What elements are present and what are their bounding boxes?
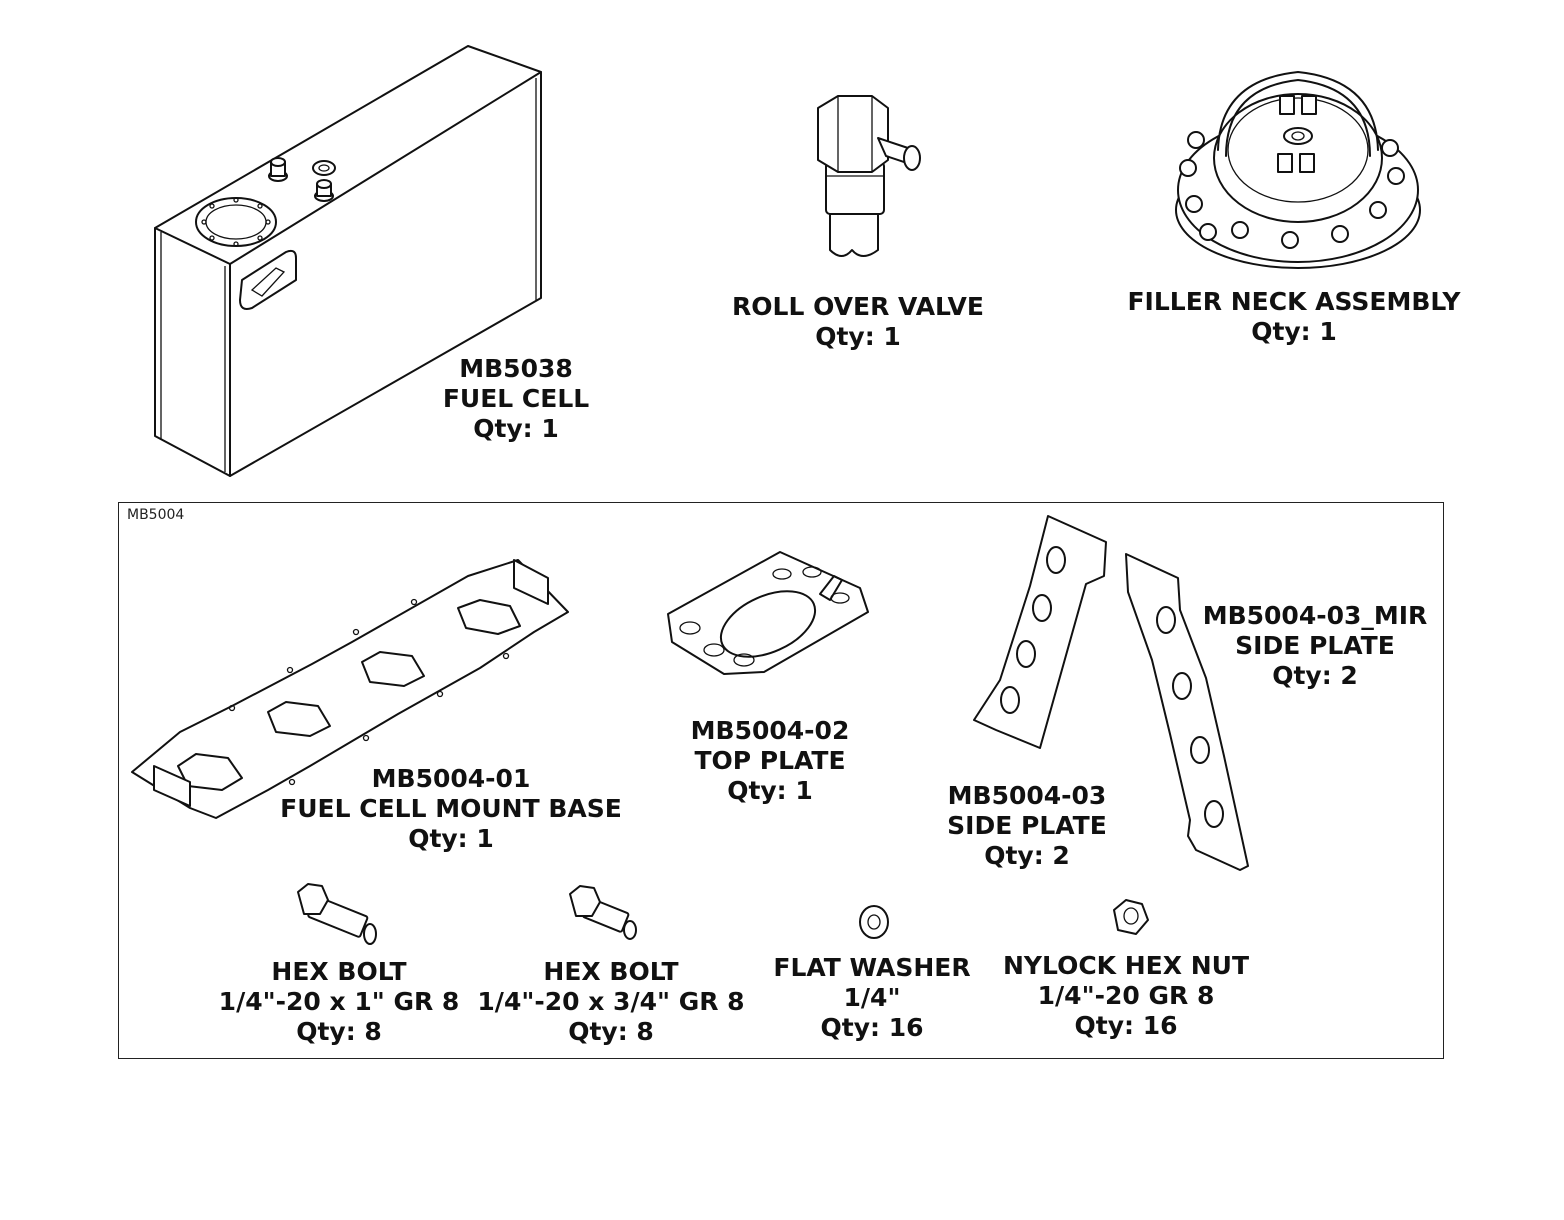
side-plate-drawing: [973, 515, 1107, 749]
filler-neck-label: FILLER NECK ASSEMBLY Qty: 1: [1127, 287, 1461, 346]
hex-bolt-34-drawing: [569, 885, 637, 940]
kit-tag: MB5004: [127, 507, 185, 523]
mount-base-drawing: [131, 559, 569, 819]
top-plate-drawing: [667, 551, 869, 675]
hex-bolt-1-label: HEX BOLT 1/4"-20 x 1" GR 8 Qty: 8: [218, 957, 460, 1046]
roll-over-valve-label: ROLL OVER VALVE Qty: 1: [732, 292, 984, 351]
kit-boundary-box: [118, 502, 1444, 1059]
nylock-nut-drawing: [1113, 899, 1149, 935]
flat-washer-label: FLAT WASHER 1/4" Qty: 16: [773, 953, 971, 1042]
flat-washer-drawing: [859, 905, 889, 939]
mount-base-label: MB5004-01 FUEL CELL MOUNT BASE Qty: 1: [280, 764, 622, 853]
filler-neck-drawing: [1175, 71, 1421, 269]
hex-bolt-1-drawing: [297, 883, 377, 945]
roll-over-valve-drawing: [817, 95, 921, 257]
fuel-cell-label: MB5038 FUEL CELL Qty: 1: [442, 354, 590, 443]
side-plate-label: MB5004-03 SIDE PLATE Qty: 2: [947, 781, 1107, 870]
top-plate-label: MB5004-02 TOP PLATE Qty: 1: [690, 716, 850, 805]
fuel-cell-drawing: [154, 45, 542, 477]
side-plate-mir-label: MB5004-03_MIR SIDE PLATE Qty: 2: [1202, 601, 1428, 690]
side-plate-mir-drawing: [1125, 553, 1249, 871]
nylock-nut-label: NYLOCK HEX NUT 1/4"-20 GR 8 Qty: 16: [1003, 951, 1249, 1040]
hex-bolt-34-label: HEX BOLT 1/4"-20 x 3/4" GR 8 Qty: 8: [477, 957, 745, 1046]
